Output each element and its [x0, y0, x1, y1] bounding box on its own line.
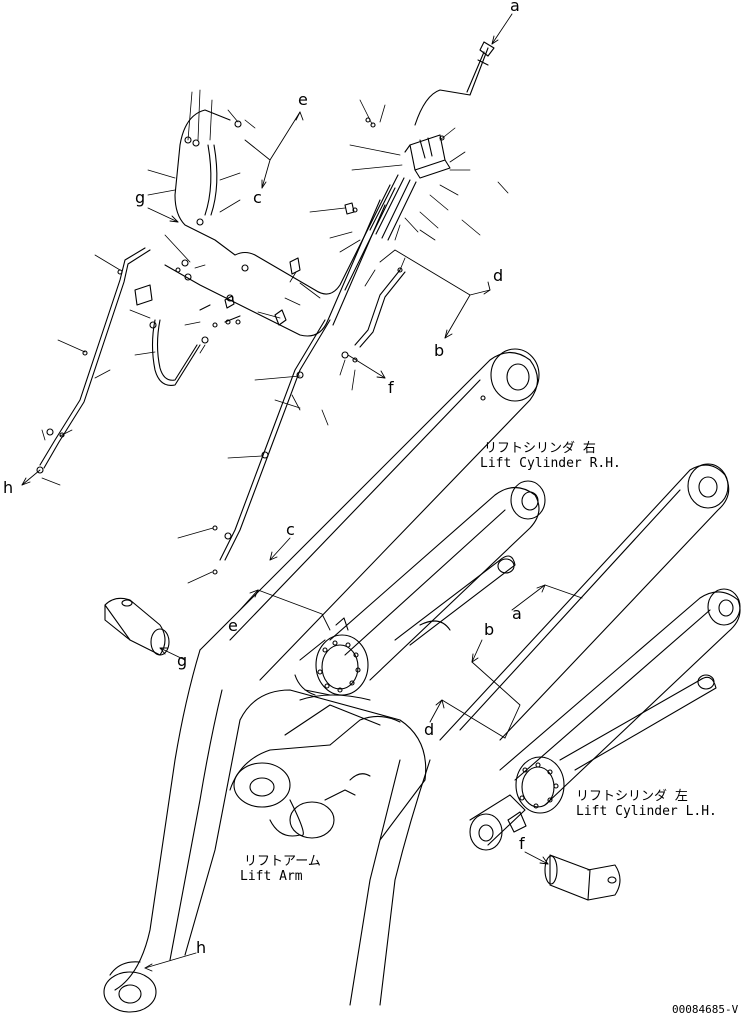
lift-cylinder-lh-label-jp: リフトシリンダ 左: [576, 789, 688, 804]
callout-h-low: h: [196, 938, 207, 957]
callout-b-mid: b: [484, 620, 495, 639]
pin-g: [104, 597, 170, 656]
callout-b-top: b: [434, 341, 445, 360]
callout-d-mid: d: [424, 720, 435, 739]
pin-f: [544, 854, 621, 901]
callout-c-mid: c: [286, 520, 295, 539]
hydraulic-piping: [36, 41, 495, 575]
lift-arm-label-en: Lift Arm: [240, 869, 303, 884]
callout-arrows: [21, 13, 583, 972]
leader-lines: [41, 89, 509, 584]
lift-cylinder-rh: [294, 480, 546, 696]
lift-cylinder-rh-label-jp: リフトシリンダ 右: [484, 441, 596, 456]
callout-h-left: h: [3, 478, 14, 497]
callout-f-top: f: [388, 378, 394, 397]
lift-arm-top-pivot: [480, 348, 540, 402]
part-number: 00084685-V: [672, 1003, 739, 1016]
callout-a-mid: a: [512, 604, 522, 623]
lift-arm-label-jp: リフトアーム: [244, 854, 321, 869]
callout-e-mid: e: [228, 616, 238, 635]
callout-a-top: a: [510, 0, 520, 15]
callout-f-low: f: [519, 834, 525, 853]
lift-cylinder-lh: [469, 588, 741, 851]
callout-c-top: c: [253, 188, 262, 207]
lift-cylinder-lh-label-en: Lift Cylinder L.H.: [576, 804, 717, 819]
lift-arm: [103, 351, 730, 1013]
lift-cylinder-rh-label-en: Lift Cylinder R.H.: [480, 456, 621, 471]
callout-d-top: d: [493, 266, 504, 285]
callout-g-top: g: [135, 188, 146, 207]
callout-g-mid: g: [177, 651, 188, 670]
callout-e-top: e: [298, 90, 308, 109]
